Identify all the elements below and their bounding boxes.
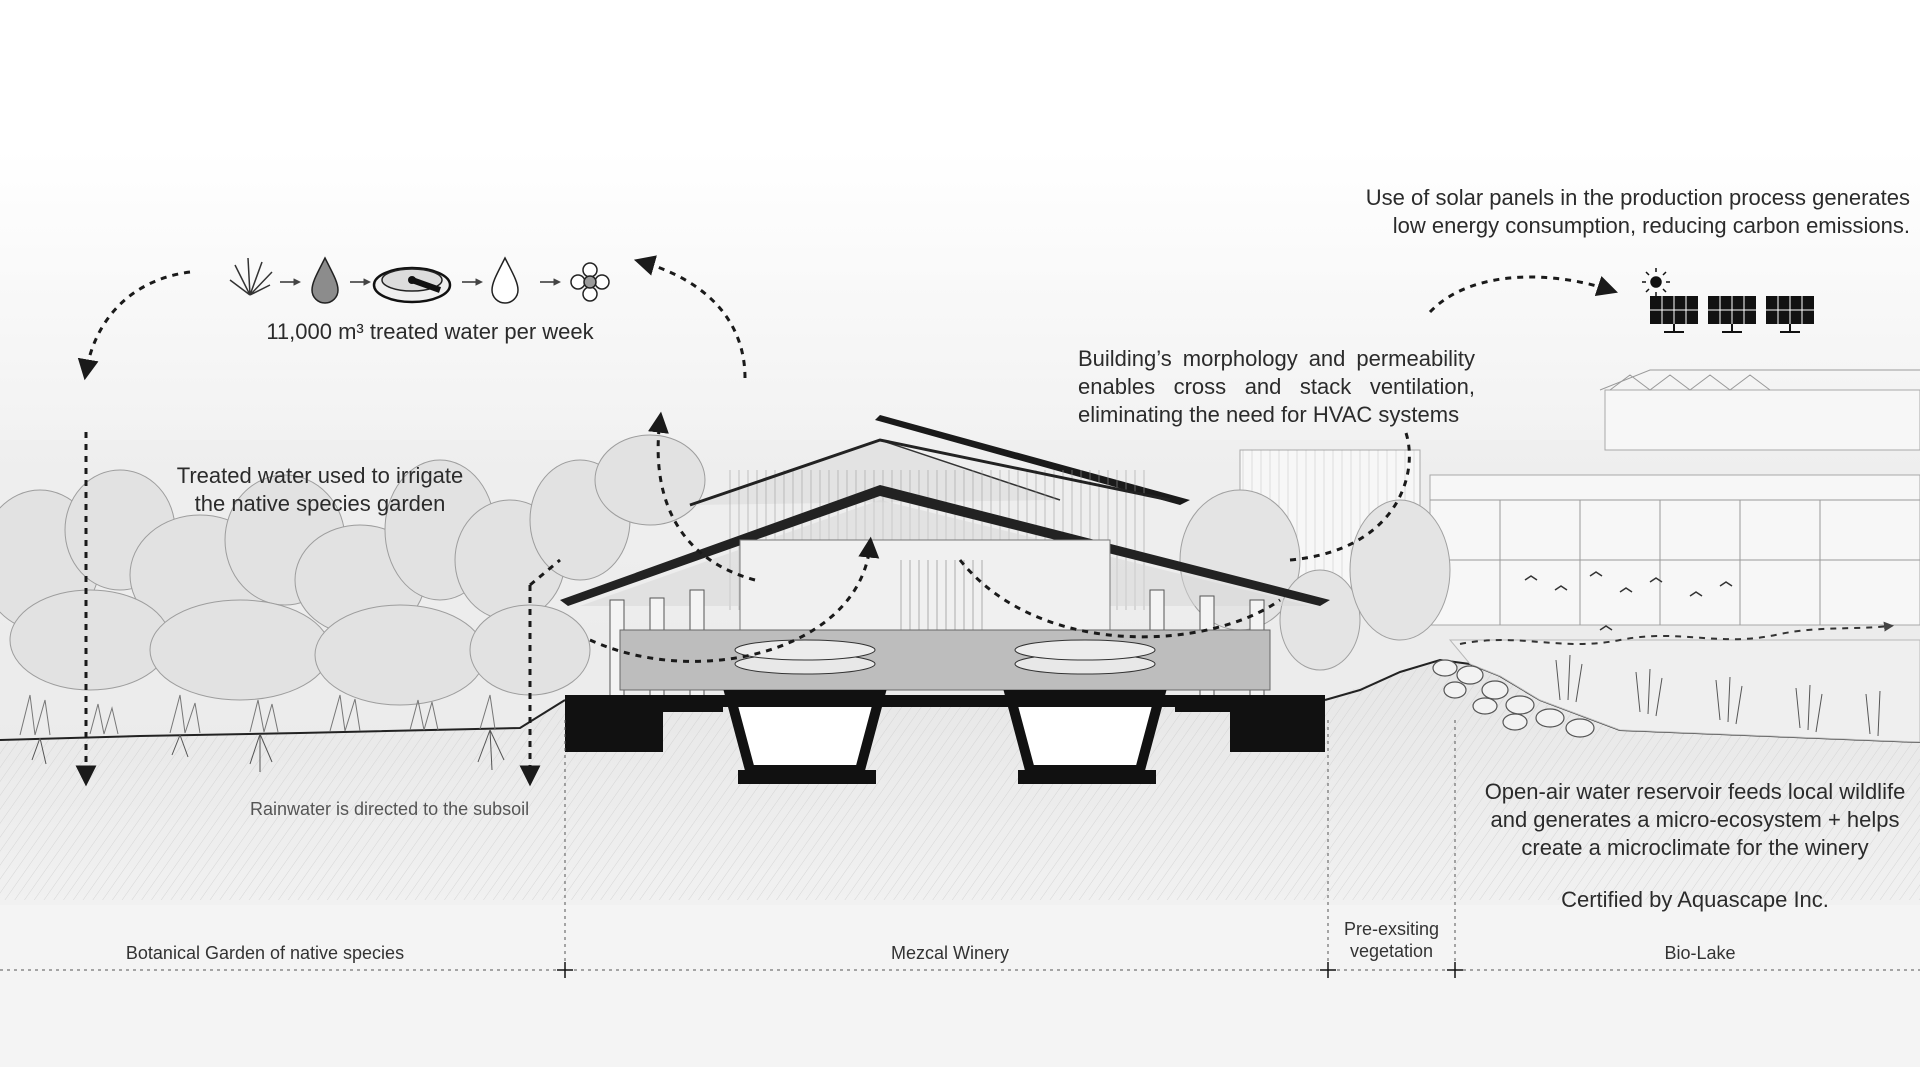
water-drop-dark-icon xyxy=(311,256,339,304)
zone-label-garden: Botanical Garden of native species xyxy=(125,943,405,963)
reservoir-note-line3: create a microclimate for the winery xyxy=(1521,835,1869,860)
lake-flow-arrow xyxy=(1459,621,1894,645)
irrigation-note-line2: the native species garden xyxy=(194,491,446,516)
zone-tick-marks xyxy=(557,962,1463,978)
flow-arrows xyxy=(75,255,1618,787)
zone-label-lake: Bio-Lake xyxy=(1664,943,1736,963)
subsoil-hatch xyxy=(0,660,1920,900)
ventilation-arrow-cross xyxy=(958,559,1281,639)
reservoir-note-line2: and generates a micro-ecosystem + helps xyxy=(1490,807,1900,832)
reservoir-note-line1: Open-air water reservoir feeds local wil… xyxy=(1484,779,1906,804)
garden-shrub-strokes xyxy=(19,694,496,736)
fermentation-tank-right xyxy=(1003,639,1167,784)
zone-label-winery: Mezcal Winery xyxy=(890,943,1010,963)
ventilation-arrow-lower xyxy=(589,536,880,663)
reservoir-note: Open-air water reservoir feeds local wil… xyxy=(1445,778,1920,862)
ventilation-arrow-upper xyxy=(648,411,756,582)
zone-label-vegetation: Pre-exsiting vegetation xyxy=(1328,918,1455,962)
ground-lower-band xyxy=(0,905,1920,1067)
lake-stones xyxy=(1432,659,1595,738)
solar-note-line2: low energy consumption, reducing carbon … xyxy=(1392,213,1910,238)
zone-label-vegetation-line2: vegetation xyxy=(1349,941,1434,961)
water-volume-caption: 11,000 m³ treated water per week xyxy=(266,319,594,344)
garden-roots xyxy=(31,729,505,772)
garden-arrow-right xyxy=(633,255,747,379)
water-drop-light-icon xyxy=(491,256,519,304)
ventilation-note-line1: Building’s morphology and permeability xyxy=(1078,346,1475,371)
winery-foundation xyxy=(565,695,1325,752)
irrigation-note-line1: Treated water used to irrigate xyxy=(176,463,464,488)
ventilation-note: Building’s morphology and permeability e… xyxy=(1078,345,1475,429)
sun-icon xyxy=(1642,268,1670,296)
fermentation-tank-left xyxy=(723,639,887,784)
garden-vegetation xyxy=(0,434,706,706)
solar-panel-icon xyxy=(1708,296,1756,333)
zone-baseline xyxy=(0,720,1920,971)
garden-arrow-left xyxy=(77,270,191,381)
bio-lake-water xyxy=(1448,639,1920,743)
solar-note-line1: Use of solar panels in the production pr… xyxy=(1365,185,1910,210)
solar-panel-icon xyxy=(1650,296,1698,333)
ventilation-note-line3: eliminating the need for HVAC systems xyxy=(1078,402,1460,427)
birds xyxy=(1524,571,1733,631)
solar-note: Use of solar panels in the production pr… xyxy=(1300,184,1910,240)
ventilation-note-line2: enables cross and stack ventilation, xyxy=(1078,374,1475,399)
irrigation-note: Treated water used to irrigate the nativ… xyxy=(120,462,520,518)
rainwater-note: Rainwater is directed to the subsoil xyxy=(250,799,530,819)
agave-icon xyxy=(229,257,273,296)
zone-label-vegetation-line1: Pre-exsiting xyxy=(1343,919,1440,939)
certification-note: Certified by Aquascape Inc. xyxy=(1561,887,1829,912)
flower-icon xyxy=(570,262,610,302)
reeds xyxy=(1555,654,1881,737)
winery-floor-slab xyxy=(619,629,1271,691)
solar-panel-icon xyxy=(1766,296,1814,333)
ventilation-arrow-stack xyxy=(1289,429,1411,562)
background-building-windows xyxy=(1430,369,1920,625)
treatment-tank-icon xyxy=(372,266,452,304)
